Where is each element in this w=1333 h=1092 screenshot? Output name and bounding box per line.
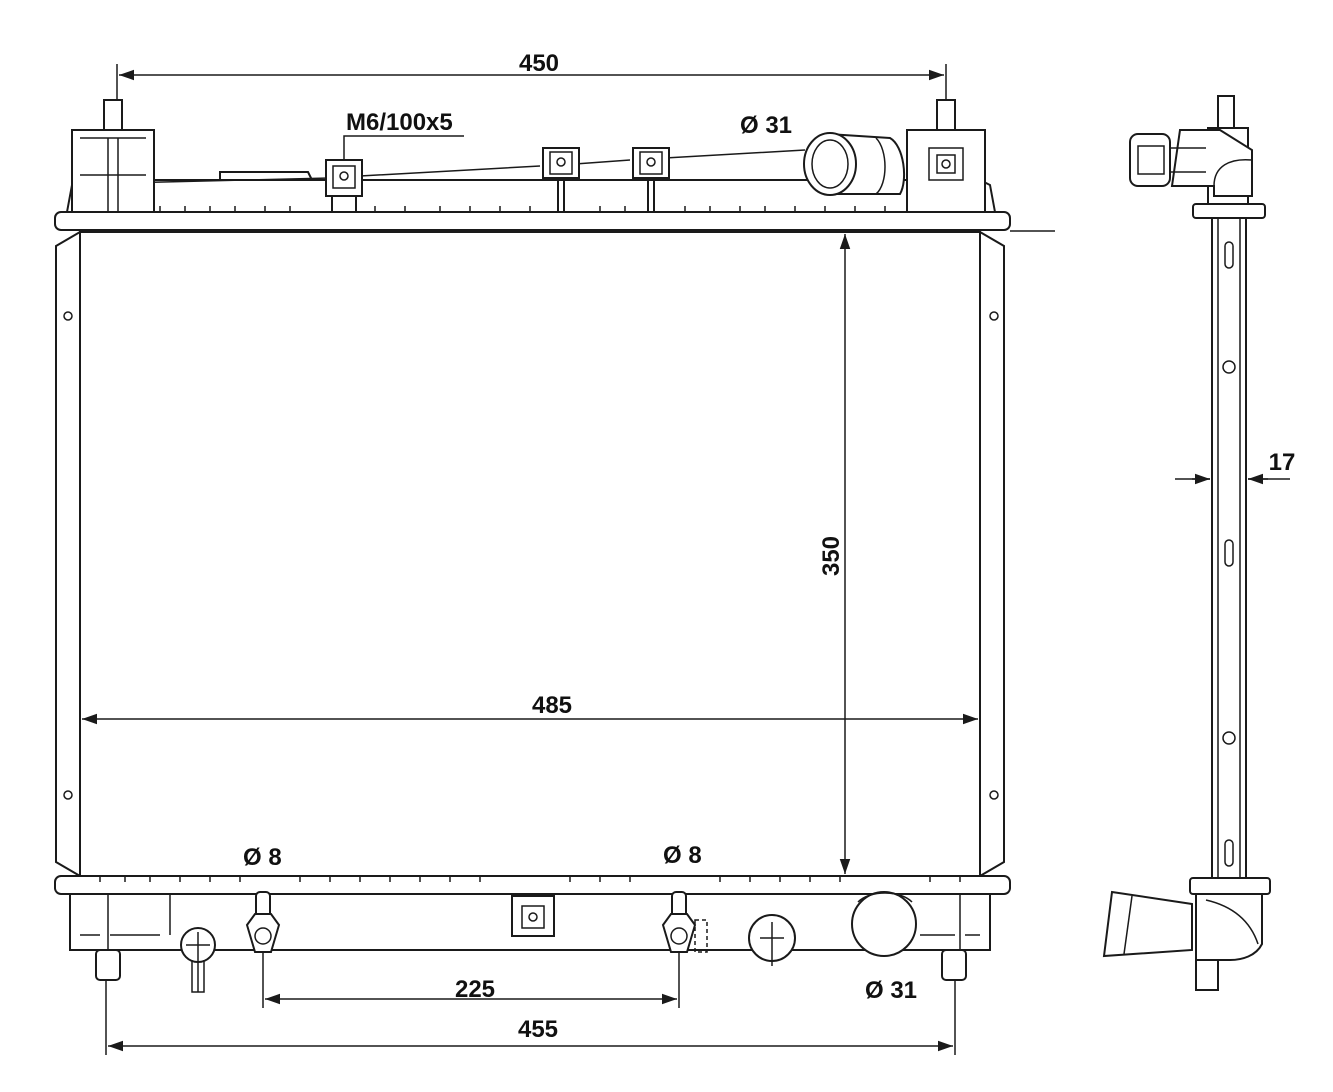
label-core-height: 350 xyxy=(818,536,845,576)
label-inlet-diameter: Ø 31 xyxy=(740,112,792,139)
top-left-mount xyxy=(71,99,155,213)
label-thread: M6/100x5 xyxy=(346,109,453,136)
drain-fitting-left xyxy=(245,891,281,953)
front-view xyxy=(54,99,1011,993)
right-side-bracket xyxy=(979,230,1005,878)
bottom-right-foot xyxy=(941,949,967,981)
top-clip-1 xyxy=(325,159,363,212)
left-side-bracket xyxy=(55,230,81,878)
label-bottom-width: 455 xyxy=(518,1016,558,1043)
bottom-left-foot xyxy=(95,949,121,981)
label-core-thickness: 17 xyxy=(1269,449,1296,476)
label-drain-right: Ø 8 xyxy=(663,842,702,869)
label-pin-spacing: 225 xyxy=(455,976,495,1003)
label-outlet-diameter: Ø 31 xyxy=(865,977,917,1004)
dimension-lines xyxy=(82,64,1055,1055)
side-view xyxy=(1102,95,1290,991)
label-drain-left: Ø 8 xyxy=(243,844,282,871)
side-outlet-pipe xyxy=(1102,890,1263,991)
top-right-mount xyxy=(906,99,986,213)
label-core-width: 485 xyxy=(532,692,572,719)
bottom-clip xyxy=(511,895,555,937)
side-inlet-pipe xyxy=(1129,129,1253,197)
top-clip-2 xyxy=(542,147,580,212)
top-clip-3 xyxy=(632,147,670,212)
label-top-width: 450 xyxy=(519,50,559,77)
right-screw xyxy=(748,914,796,966)
side-core xyxy=(1211,215,1247,885)
left-screw xyxy=(180,927,216,993)
inlet-pipe xyxy=(803,132,906,196)
bottom-tank xyxy=(54,875,1011,951)
drain-fitting-right xyxy=(661,891,708,953)
dimension-labels: 450 M6/100x5 Ø 31 350 485 Ø 8 Ø 8 Ø 31 2… xyxy=(243,50,1295,1043)
outlet-pipe xyxy=(851,891,917,957)
